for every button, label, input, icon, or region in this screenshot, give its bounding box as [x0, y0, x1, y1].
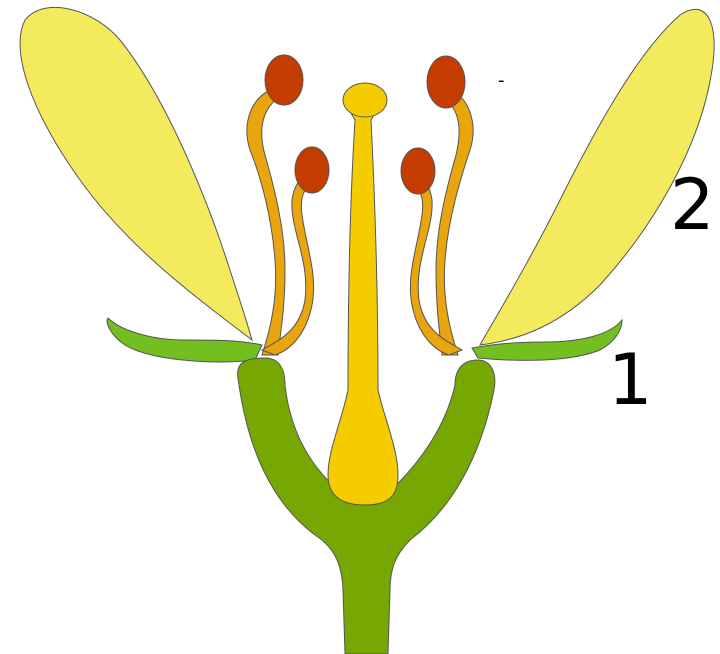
- label-sepal-number: 1: [608, 345, 653, 415]
- anther-inner-right: [401, 148, 435, 194]
- filament-outer-right: [436, 90, 473, 355]
- anther-outer-right: [427, 56, 465, 108]
- anther-inner-left: [295, 147, 329, 193]
- anther-outer-left: [265, 55, 303, 105]
- stray-mark: -: [498, 70, 505, 91]
- filament-outer-left: [247, 90, 285, 355]
- pistil: [328, 108, 398, 505]
- label-petal-number: 2: [670, 170, 715, 240]
- petal-left: [20, 7, 252, 340]
- pistil-stigma: [343, 83, 387, 117]
